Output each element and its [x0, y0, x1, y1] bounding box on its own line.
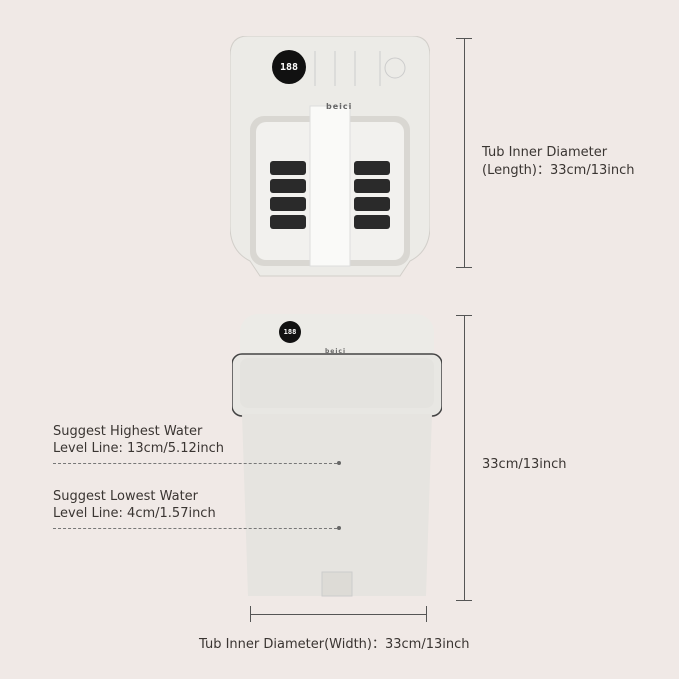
height-label: 33cm/13inch: [482, 457, 567, 472]
brand-logo-front: beici: [325, 348, 347, 355]
lowest-level-label-1: Suggest Lowest Water: [53, 489, 199, 504]
length-label-2: (Length)：33cm/13inch: [482, 163, 635, 178]
led-display-top: 188: [272, 50, 306, 84]
tick: [426, 606, 427, 622]
highest-level-label-2: Level Line: 13cm/5.12inch: [53, 441, 224, 456]
tick: [456, 38, 472, 39]
lowest-level-dot: [337, 526, 341, 530]
led-display-front: 188: [279, 321, 301, 343]
foot-spa-top-view: [230, 36, 430, 277]
tick: [456, 267, 472, 268]
foot-spa-front-view: [232, 314, 442, 597]
height-dimension-line: [464, 315, 465, 601]
lowest-level-line: [53, 528, 337, 529]
tick: [456, 600, 472, 601]
tick: [456, 315, 472, 316]
tick: [250, 606, 251, 622]
brand-logo-top: beici: [326, 102, 353, 111]
highest-level-dot: [337, 461, 341, 465]
length-dimension-line: [464, 38, 465, 268]
highest-level-label-1: Suggest Highest Water: [53, 424, 203, 439]
width-dimension-line: [250, 614, 427, 615]
width-label: Tub Inner Diameter(Width)：33cm/13inch: [199, 637, 470, 652]
highest-level-line: [53, 463, 337, 464]
lowest-level-label-2: Level Line: 4cm/1.57inch: [53, 506, 216, 521]
length-label-1: Tub Inner Diameter: [482, 145, 608, 160]
